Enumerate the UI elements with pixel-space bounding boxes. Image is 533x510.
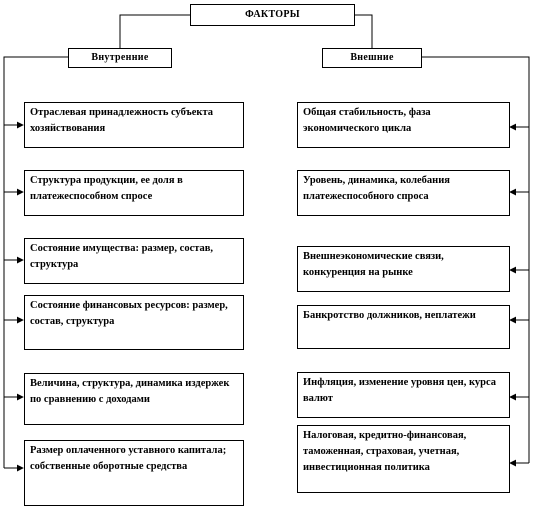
connector-root-internal [119, 14, 190, 48]
external-factor-6: Налоговая, кредитно-финансовая, таможенн… [297, 425, 510, 493]
internal-factor-3: Состояние имущества: размер, состав, стр… [24, 238, 244, 284]
external-factor-5: Инфляция, изменение уровня цен, курса ва… [297, 372, 510, 418]
internal-factor-5-text: Величина, структура, динамика издержек п… [30, 378, 230, 405]
external-category: Внешние [322, 48, 422, 68]
internal-category: Внутренние [68, 48, 172, 68]
internal-factor-1: Отраслевая принадлежность субъекта хозяй… [24, 102, 244, 148]
external-factor-2: Уровень, динамика, колебания платежеспос… [297, 170, 510, 216]
internal-factor-3-text: Состояние имущества: размер, состав, стр… [30, 243, 214, 270]
external-factor-1-text: Общая стабильность, фаза экономического … [303, 107, 431, 134]
external-category-label: Внешние [350, 52, 394, 63]
internal-factor-2: Структура продукции, ее доля в платежесп… [24, 170, 244, 216]
external-factor-5-text: Инфляция, изменение уровня цен, курса ва… [303, 377, 496, 404]
internal-factor-2-text: Структура продукции, ее доля в платежесп… [30, 175, 183, 202]
external-spine [422, 56, 530, 463]
root-label: ФАКТОРЫ [245, 9, 300, 20]
internal-factor-4: Состояние финансовых ресурсов: размер, с… [24, 295, 244, 350]
internal-category-label: Внутренние [91, 52, 149, 63]
external-factor-1: Общая стабильность, фаза экономического … [297, 102, 510, 148]
external-factor-3-text: Внешнеэкономические связи, конкуренция н… [303, 251, 444, 278]
connector-root-external [355, 14, 373, 48]
external-factor-3: Внешнеэкономические связи, конкуренция н… [297, 246, 510, 292]
internal-factor-6-text: Размер оплаченного уставного капитала; с… [30, 445, 227, 472]
internal-factor-5: Величина, структура, динамика издержек п… [24, 373, 244, 425]
root-node: ФАКТОРЫ [190, 4, 355, 26]
internal-factor-6: Размер оплаченного уставного капитала; с… [24, 440, 244, 506]
internal-factor-1-text: Отраслевая принадлежность субъекта хозяй… [30, 107, 213, 134]
external-factor-4-text: Банкротство должников, неплатежи [303, 310, 476, 321]
external-factor-6-text: Налоговая, кредитно-финансовая, таможенн… [303, 430, 467, 473]
internal-spine [3, 56, 68, 468]
external-factor-2-text: Уровень, динамика, колебания платежеспос… [303, 175, 450, 202]
external-factor-4: Банкротство должников, неплатежи [297, 305, 510, 349]
internal-factor-4-text: Состояние финансовых ресурсов: размер, с… [30, 300, 228, 327]
